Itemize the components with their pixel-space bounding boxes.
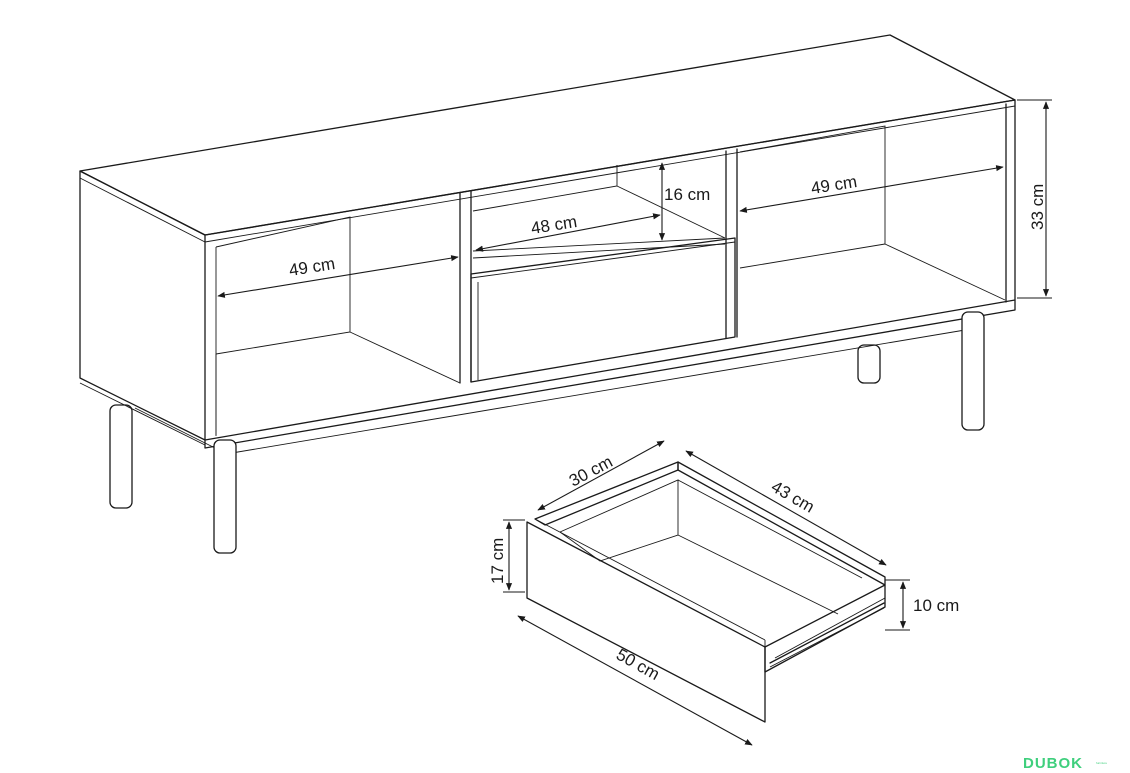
tv-cabinet [79, 34, 1016, 554]
drawer-width-dimension-line [537, 440, 665, 511]
middle-depth-label: 48 cm [530, 212, 579, 238]
drawer-inner-height-label: 10 cm [913, 596, 959, 615]
drawer [526, 461, 886, 723]
drawer-width-label: 30 cm [566, 452, 616, 491]
drawer-height-label: 17 cm [488, 538, 507, 584]
drawer-depth-label: 43 cm [768, 477, 818, 517]
drawer-dimensions: 30 cm 43 cm 17 cm 10 cm 50 cm [488, 440, 959, 746]
watermark-tagline: furniture [1096, 761, 1107, 765]
left-depth-dimension-line [217, 255, 459, 298]
left-depth-label: 49 cm [288, 254, 337, 280]
dubok-watermark: DUBOK furniture [1023, 755, 1107, 772]
front-left-leg [213, 439, 237, 554]
cabinet-left-side [79, 170, 206, 441]
drawer-front [526, 521, 766, 723]
middle-height-label: 16 cm [664, 185, 710, 204]
cabinet-top [79, 34, 1016, 236]
drawer-depth-dimension-line [685, 450, 887, 566]
right-depth-dimension-line [739, 165, 1004, 213]
back-left-leg [109, 404, 133, 509]
middle-depth-dimension-line [475, 213, 661, 252]
right-depth-label: 49 cm [810, 172, 859, 198]
drawer-length-dimension-line [517, 615, 753, 746]
height-label: 33 cm [1028, 184, 1047, 230]
front-right-leg [961, 311, 985, 431]
watermark-logo: DUBOK [1023, 755, 1083, 772]
drawer-length-label: 50 cm [613, 645, 663, 684]
back-right-leg [857, 344, 881, 384]
cabinet-dimensions: 49 cm 48 cm 16 cm 49 cm 33 cm [217, 99, 1052, 299]
